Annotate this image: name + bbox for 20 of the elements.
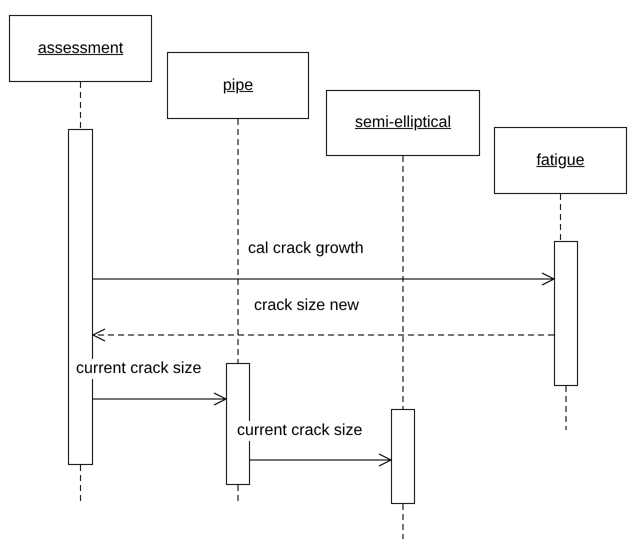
message-arrow [92, 392, 227, 406]
message-arrow [92, 328, 554, 342]
object-name: fatigue [536, 150, 585, 170]
activation-bar [554, 241, 578, 386]
lifeline [560, 194, 561, 242]
object-box [167, 52, 309, 119]
activation-bar [391, 409, 415, 504]
message-arrow [92, 272, 555, 286]
object-name: assessment [38, 38, 124, 58]
lifeline [80, 82, 81, 130]
edge-label: cal crack growth [247, 239, 365, 259]
message-arrow [250, 453, 392, 467]
object-box [494, 127, 627, 194]
object-name: semi-elliptical [354, 113, 452, 133]
edge-label: current crack size [236, 421, 364, 441]
object-name: pipe [222, 76, 254, 96]
edge-label: current crack size [75, 359, 202, 379]
lifeline [402, 156, 404, 410]
object-box [326, 90, 480, 156]
object-box [9, 15, 152, 82]
